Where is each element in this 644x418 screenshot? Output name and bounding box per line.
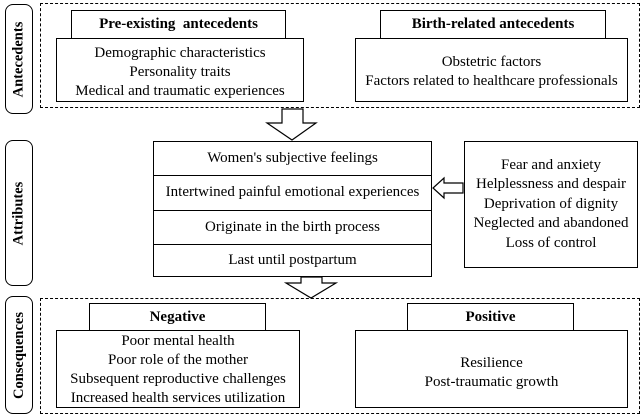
list-item: Subsequent reproductive challenges	[70, 371, 286, 387]
list-item: Personality traits	[129, 63, 231, 80]
attribute-row: Originate in the birth process	[154, 210, 431, 245]
list-item: Medical and traumatic experiences	[75, 82, 285, 99]
consequences-section	[40, 298, 640, 414]
list-item: Fear and anxiety	[501, 156, 601, 173]
down-arrow-icon	[283, 276, 339, 299]
down-arrow-icon	[265, 108, 318, 141]
negative-consequences-header: Negative	[89, 303, 266, 331]
list-item: Post-traumatic growth	[424, 374, 559, 390]
list-item: Factors related to healthcare profession…	[365, 73, 618, 89]
list-item: Deprivation of dignity	[483, 195, 619, 212]
attributes-box: Women's subjective feelings Intertwined …	[153, 141, 432, 277]
list-item: Demographic characteristics	[94, 44, 266, 61]
attribute-row: Last until postpartum	[228, 252, 357, 268]
attribute-row: Intertwined painful emotional experience…	[154, 175, 431, 211]
list-item: Resilience	[460, 355, 523, 371]
list-item: Obstetric factors	[441, 54, 542, 70]
list-item: Increased health services utilization	[70, 390, 286, 406]
pre-existing-antecedents-header: Pre-existing antecedents	[71, 10, 286, 39]
list-item: Loss of control	[505, 234, 597, 251]
antecedents-section	[40, 3, 640, 108]
consequences-side-label: Consequences	[5, 296, 33, 414]
positive-consequences-header: Positive	[407, 303, 574, 331]
attribute-row: Women's subjective feelings	[154, 142, 431, 176]
list-item: Poor role of the mother	[108, 352, 248, 368]
list-item: Helplessness and despair	[476, 176, 626, 193]
birth-related-antecedents-header: Birth-related antecedents	[380, 10, 606, 39]
attributes-side-label: Attributes	[5, 140, 33, 286]
left-arrow-icon	[432, 176, 464, 200]
list-item: Poor mental health	[121, 333, 235, 349]
antecedents-side-label: Antecedents	[5, 4, 33, 114]
list-item: Neglected and abandoned	[473, 215, 629, 232]
